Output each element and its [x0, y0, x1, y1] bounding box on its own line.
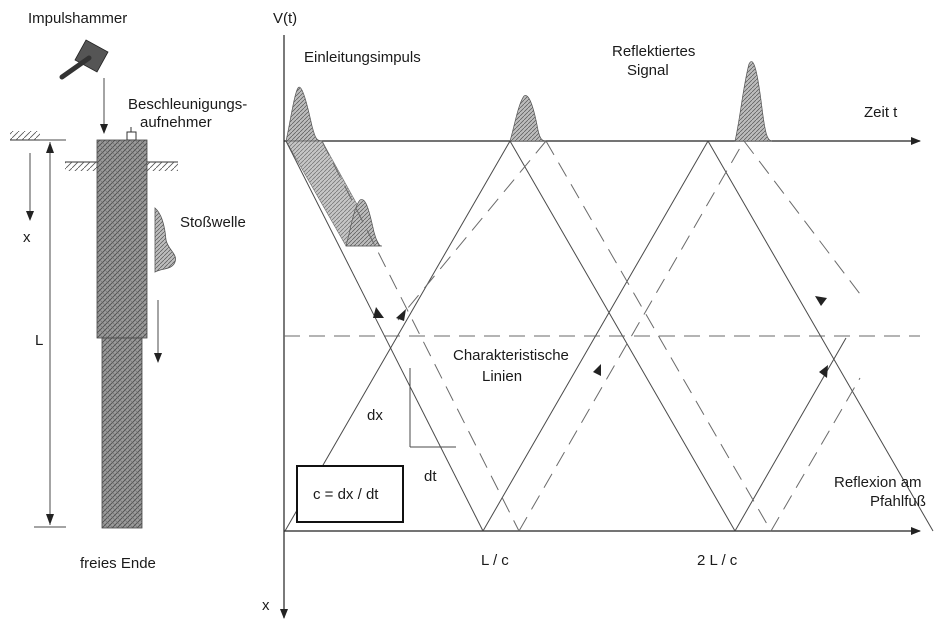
label-pile-length: L — [35, 332, 43, 349]
pile-body — [96, 139, 148, 529]
stress-wave-shape — [154, 207, 176, 273]
label-stosswelle: Stoßwelle — [180, 214, 246, 231]
label-x-axis: x — [262, 597, 270, 614]
pile-illustration — [10, 39, 178, 529]
reflected-pulse-2 — [734, 61, 773, 142]
length-dimension — [34, 139, 66, 528]
label-beschleunigung-2: aufnehmer — [140, 114, 212, 131]
label-impulshammer: Impulshammer — [28, 10, 127, 27]
slope-triangle — [409, 368, 456, 448]
label-reflektiertes-2: Signal — [627, 62, 669, 79]
label-dt: dt — [424, 468, 437, 485]
hammer-icon — [59, 39, 109, 80]
label-reflektiertes-1: Reflektiertes — [612, 43, 695, 60]
label-2l-over-c: 2 L / c — [697, 552, 738, 569]
reflected-pulse-1 — [509, 95, 547, 142]
label-zeit-t: Zeit t — [864, 104, 898, 121]
formula-box — [296, 465, 404, 523]
label-charakteristische-1: Charakteristische — [453, 347, 569, 364]
label-v-t: V(t) — [273, 10, 297, 27]
label-charakteristische-2: Linien — [482, 368, 522, 385]
label-einleitungsimpuls: Einleitungsimpuls — [304, 49, 421, 66]
characteristic-arrows — [373, 296, 828, 378]
characteristic-lines-dashed — [321, 140, 864, 532]
label-dx: dx — [367, 407, 383, 424]
formula-text: c = dx / dt — [313, 486, 379, 503]
label-freies-ende: freies Ende — [80, 555, 156, 572]
accelerometer-icon — [126, 131, 137, 141]
label-l-over-c: L / c — [481, 552, 509, 569]
label-reflexion-2: Pfahlfuß — [870, 493, 926, 510]
input-pulse — [285, 86, 383, 247]
label-reflexion-1: Reflexion am — [834, 474, 922, 491]
label-beschleunigung-1: Beschleunigungs- — [128, 96, 247, 113]
ground-surface — [10, 131, 178, 171]
label-x-depth: x — [23, 229, 31, 246]
